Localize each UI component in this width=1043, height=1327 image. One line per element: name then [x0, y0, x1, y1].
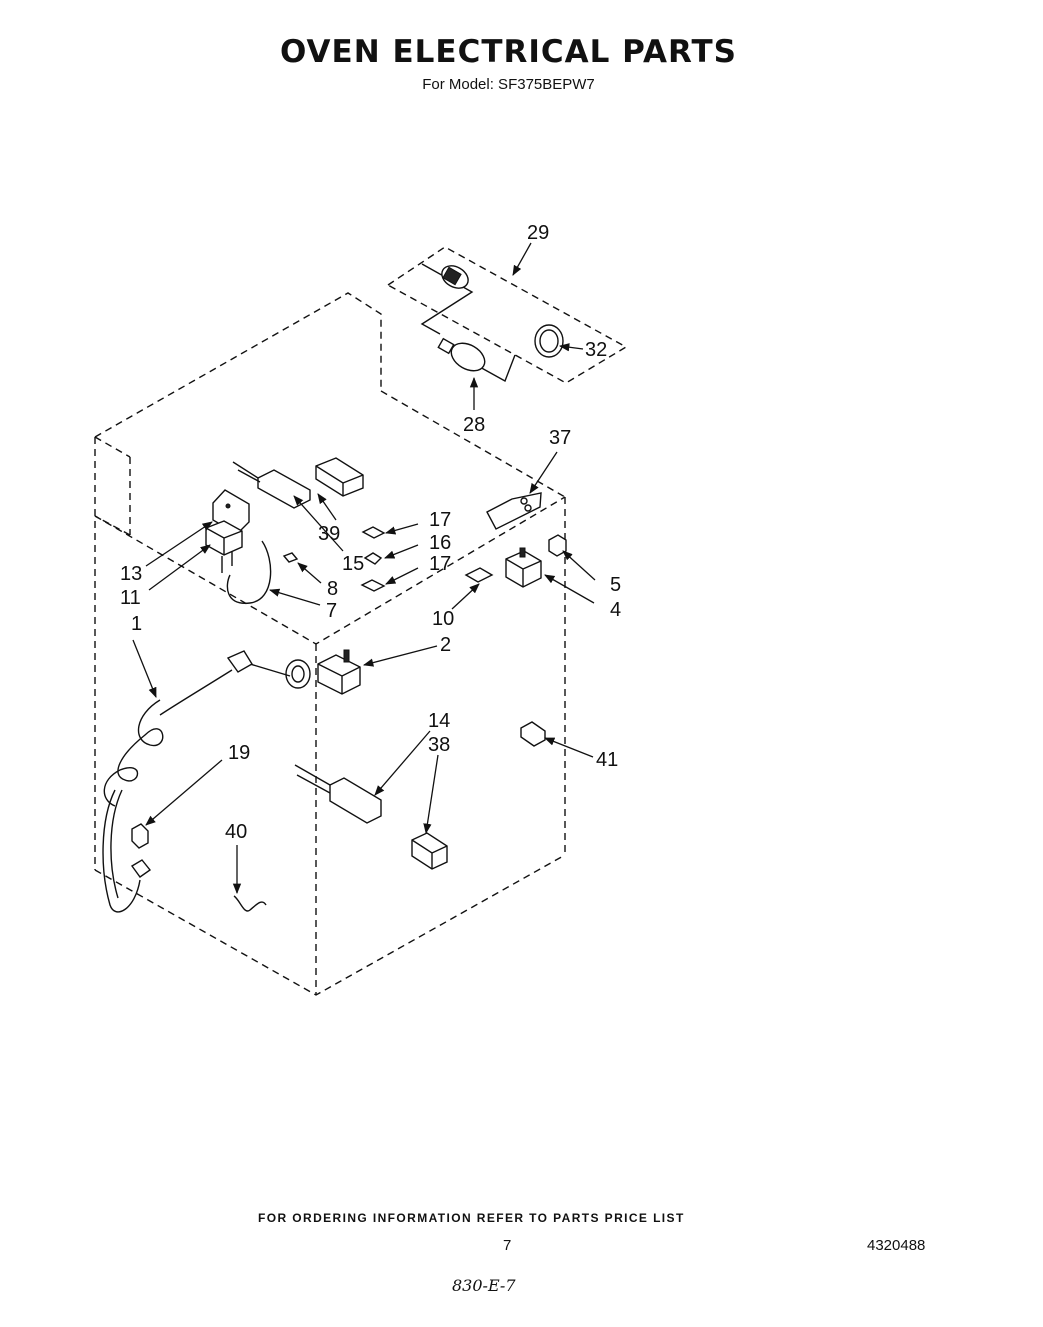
- callout-10: 10: [432, 608, 454, 630]
- callout-39: 39: [318, 523, 340, 545]
- bracket-part: [486, 492, 542, 530]
- page-title: OVEN ELECTRICAL PARTS: [280, 34, 737, 70]
- oven-sensor-fitting: [520, 721, 546, 747]
- clip-part: [363, 552, 383, 565]
- callout-29: 29: [527, 222, 549, 244]
- leader-lines: [132, 242, 596, 895]
- wire-jumper: [233, 895, 267, 912]
- callout-7: 7: [326, 600, 337, 622]
- callout-19: 19: [228, 742, 250, 764]
- wire-lead: [226, 540, 272, 604]
- callout-8: 8: [327, 578, 338, 600]
- light-bulb: [437, 337, 486, 372]
- relay-switch: [205, 520, 243, 573]
- callout-5: 5: [610, 574, 621, 596]
- callout-41: 41: [596, 749, 618, 771]
- lower-terminal-block: [411, 832, 448, 870]
- callout-11: 11: [120, 587, 141, 609]
- callout-40: 40: [225, 821, 247, 843]
- model-subtitle: For Model: SF375BEPW7: [422, 76, 595, 93]
- callout-13: 13: [120, 563, 142, 585]
- selector-switch: [505, 547, 542, 588]
- ordering-note: FOR ORDERING INFORMATION REFER TO PARTS …: [258, 1211, 685, 1225]
- insulator-bottom: [360, 579, 386, 592]
- page-number: 7: [503, 1237, 512, 1254]
- callout-38: 38: [428, 734, 450, 756]
- callout-4: 4: [610, 599, 621, 621]
- light-lens: [534, 324, 564, 358]
- callout-37: 37: [549, 427, 571, 449]
- thermostat: [239, 649, 361, 695]
- insulator-top: [361, 526, 386, 539]
- callout-15: 15: [342, 553, 364, 575]
- callout-1: 1: [131, 613, 142, 635]
- callout-16: 16: [429, 532, 451, 554]
- lower-sensor-probe: [294, 764, 382, 824]
- callout-17-top: 17: [429, 509, 451, 531]
- light-assembly-outline: [386, 246, 628, 384]
- terminal-block: [315, 457, 364, 497]
- terminal-connector: [131, 823, 149, 849]
- handwritten-note: 830-E-7: [452, 1276, 516, 1295]
- callout-28: 28: [463, 414, 485, 436]
- callout-14: 14: [428, 710, 450, 732]
- power-cord: [102, 650, 253, 913]
- document-number: 4320488: [867, 1237, 926, 1254]
- callout-labels: 29 32 28 37 39 17 16 17 15 8 7 13 11 1 1…: [120, 222, 621, 843]
- light-socket: [441, 265, 469, 289]
- callout-17-bottom: 17: [429, 553, 451, 575]
- callout-32: 32: [585, 339, 607, 361]
- callout-2: 2: [440, 634, 451, 656]
- rocker-switch: [548, 534, 567, 557]
- wire-clip: [282, 552, 299, 563]
- oven-cabinet-outline: [94, 292, 566, 996]
- thermal-switch: [464, 567, 494, 583]
